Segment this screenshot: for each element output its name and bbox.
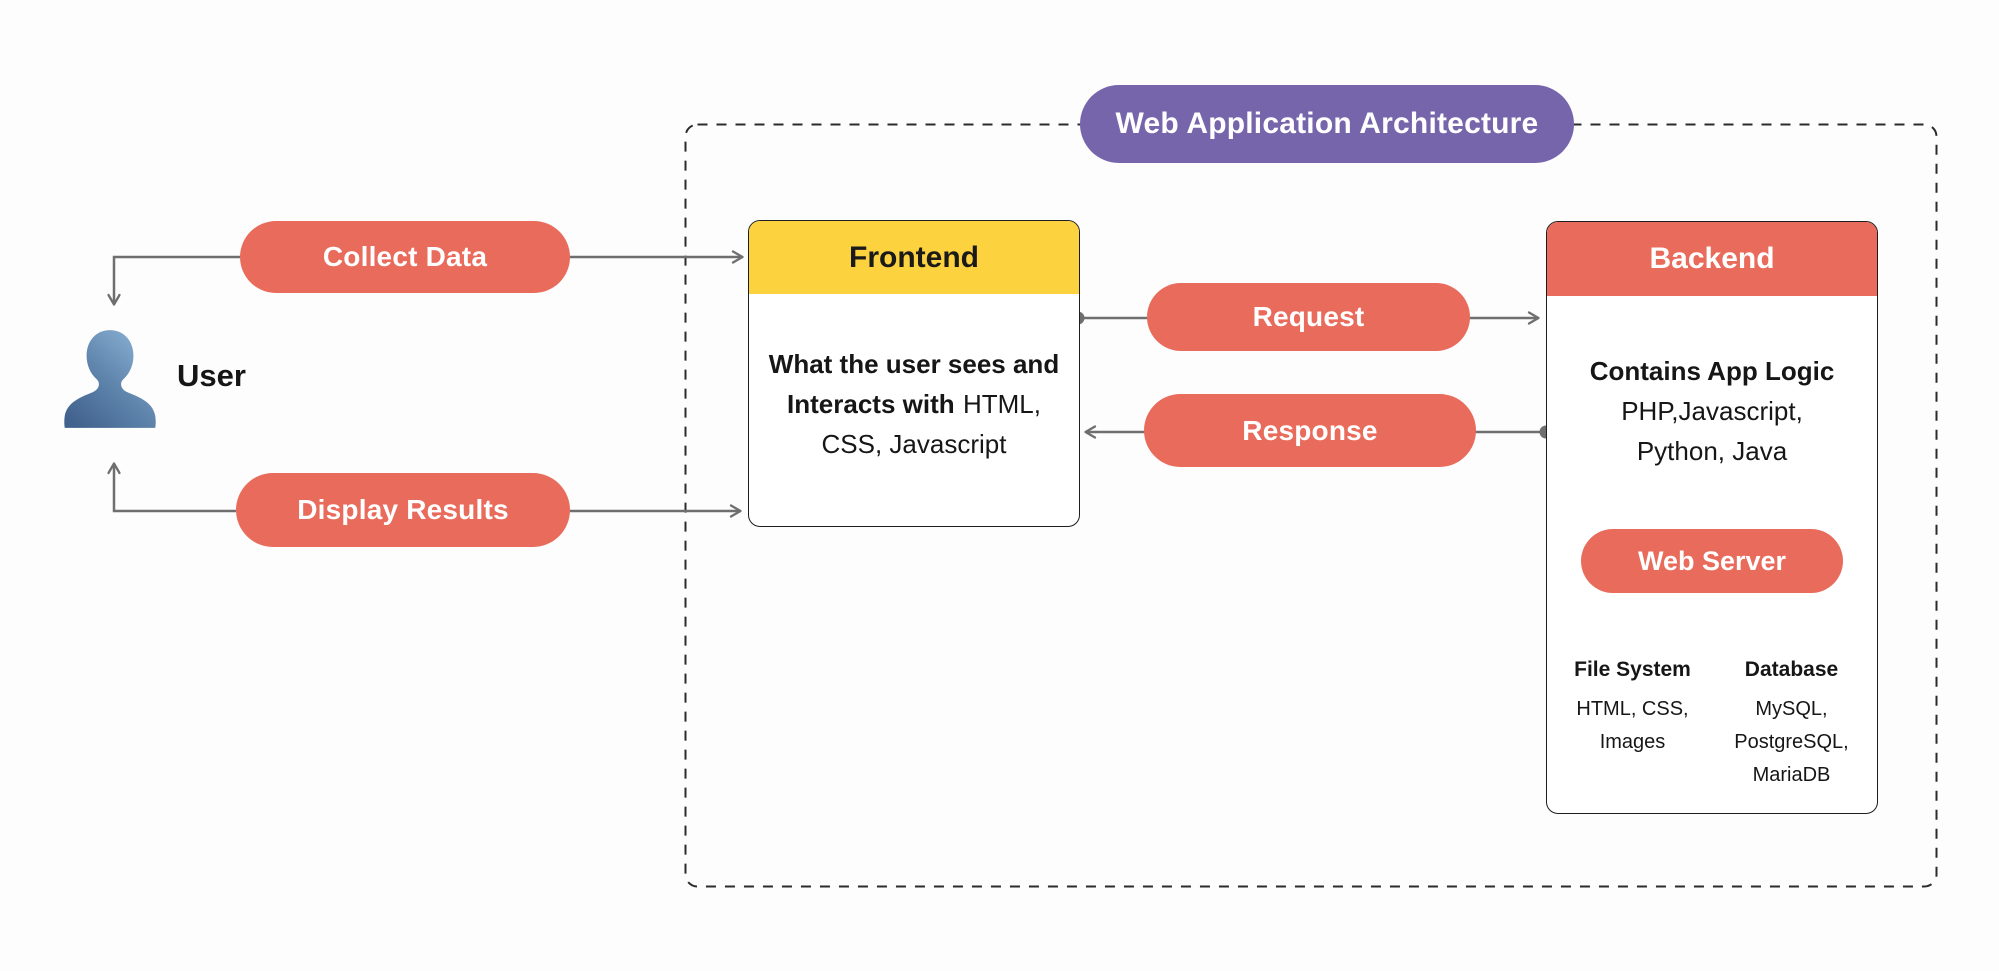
backend-storage-columns: File System HTML, CSS, Images Database M… [1547,655,1877,792]
file-system-heading: File System [1574,658,1691,681]
web-server-pill: Web Server [1581,529,1843,593]
frontend-node: Frontend What the user sees and Interact… [748,220,1080,527]
display-results-label: Display Results [297,494,509,525]
title-banner: Web Application Architecture [1080,85,1574,163]
file-system-line2: Images [1599,731,1666,753]
database-line2: PostgreSQL, [1734,731,1849,753]
collect-data-label: Collect Data [322,241,488,272]
response-label: Response [1242,414,1378,446]
web-server-label: Web Server [1637,545,1787,576]
database-heading: Database [1744,658,1839,681]
collect-data-pill: Collect Data [240,221,570,293]
request-pill: Request [1147,283,1470,351]
file-system-line1: HTML, CSS, [1576,698,1689,720]
frontend-header: Frontend [749,221,1079,294]
backend-header: Backend [1547,222,1877,296]
frontend-title: Frontend [849,240,979,274]
user-label: User [177,358,246,393]
arrow-display-to-user [107,462,236,513]
database-line3: MariaDB [1752,764,1831,786]
app-logic-line2: Python, Java [1636,436,1788,466]
response-pill: Response [1144,394,1476,467]
frontend-description-line1: What the user sees and [768,349,1060,379]
user-icon [64,330,156,428]
app-logic-line1: PHP,Javascript, [1621,396,1803,426]
backend-body: Contains App Logic PHP,Javascript, Pytho… [1547,351,1877,792]
database-line1: MySQL, [1755,698,1828,720]
request-label: Request [1252,301,1365,332]
app-logic-heading: Contains App Logic [1589,356,1835,386]
database-column: Database MySQL, PostgreSQL, MariaDB [1712,655,1871,792]
display-results-pill: Display Results [236,473,570,547]
title-banner-label: Web Application Architecture [1115,107,1539,140]
backend-title: Backend [1649,242,1775,275]
frontend-description-line3: CSS, Javascript [821,429,1007,459]
file-system-column: File System HTML, CSS, Images [1553,655,1712,792]
backend-node: Backend Contains App Logic PHP,Javascrip… [1546,221,1878,814]
arrow-collect-to-user [107,255,240,306]
